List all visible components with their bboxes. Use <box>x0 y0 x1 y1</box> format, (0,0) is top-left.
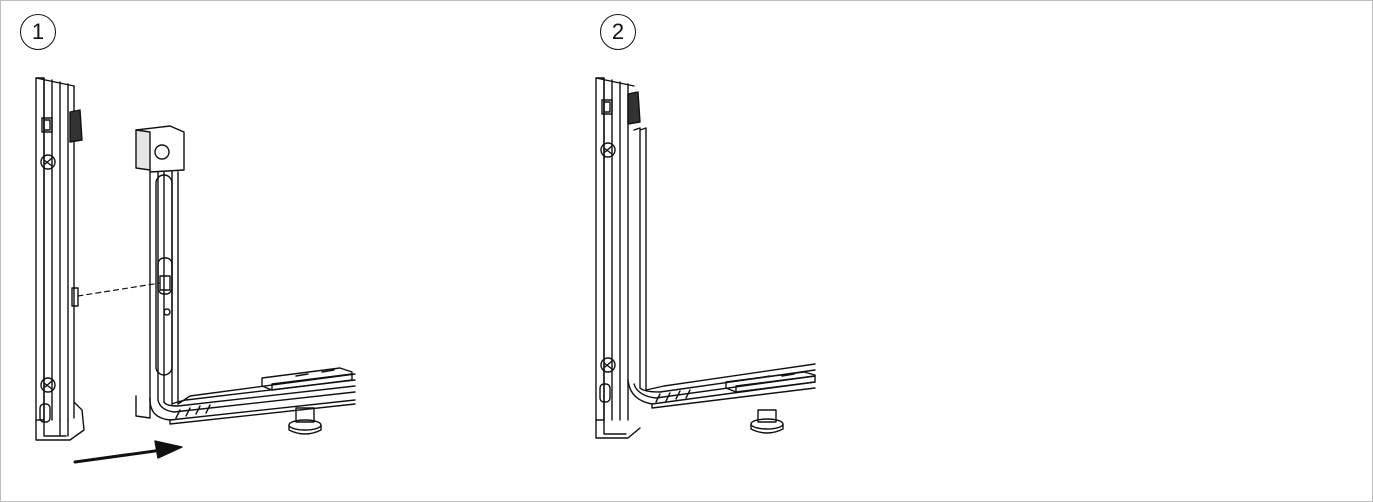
step-number-1: 1 <box>31 19 45 44</box>
assembled-frame-profile-icon <box>595 77 641 439</box>
assembled-hinge-bracket-icon <box>627 127 816 434</box>
alignment-dashed-line <box>77 282 161 297</box>
frame-profile-icon <box>35 77 85 441</box>
step-number-2: 2 <box>611 19 625 44</box>
step-number-badge-2: 2 <box>600 14 636 50</box>
step-2-illustration <box>595 77 816 439</box>
step-number-badge-1: 1 <box>20 14 56 50</box>
arrow-right-icon <box>73 440 183 464</box>
hinge-bracket-icon <box>135 125 356 435</box>
assembled-adjustable-foot-icon <box>750 409 784 434</box>
step-1-illustration <box>35 77 356 464</box>
adjustable-foot-icon <box>288 407 322 435</box>
